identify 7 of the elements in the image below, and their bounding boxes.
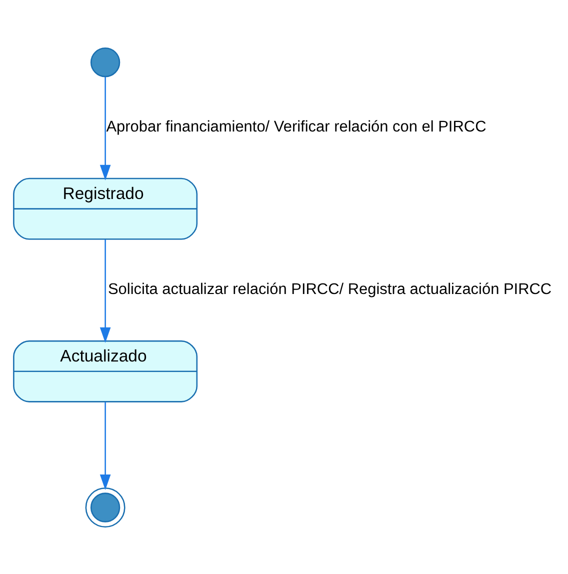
arrow <box>100 238 111 342</box>
edge-label: Solicita actualizar relación PIRCC/ Registra actualización PIRCC <box>108 280 552 298</box>
node-circle <box>90 47 120 77</box>
arrow <box>100 401 111 490</box>
node-circle <box>85 486 126 527</box>
edge-label: Aprobar financiamiento/ Verificar relación con el PIRCC <box>106 118 486 136</box>
arrow <box>100 76 111 180</box>
